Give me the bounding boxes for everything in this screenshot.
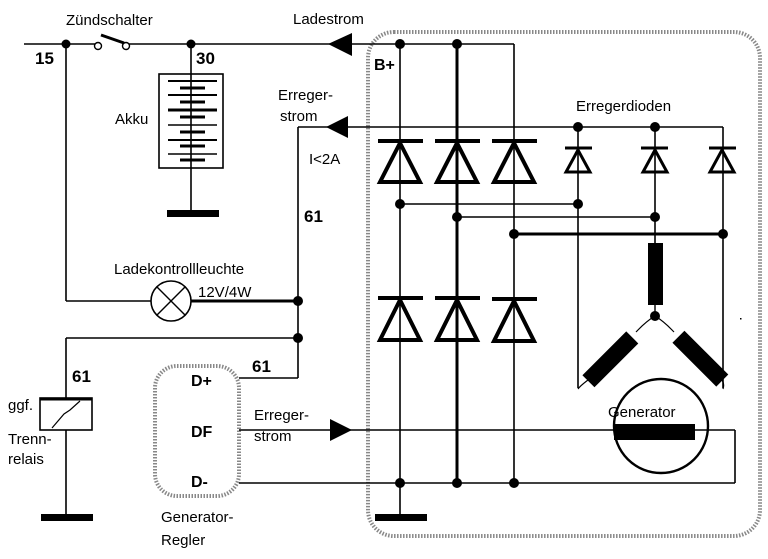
alternator-enclosure: [366, 30, 762, 538]
ignition-switch-icon: [93, 33, 131, 51]
stator-winding-2-icon: [582, 331, 639, 388]
terminal-61-upper-label: 61: [304, 207, 323, 226]
junction-relay: [293, 333, 303, 343]
regulator-pin-dminus: D-: [191, 474, 208, 491]
battery-ground-icon: [167, 210, 219, 217]
charging-current-arrow-icon: [328, 33, 352, 56]
diode-upper-3-icon: [490, 138, 538, 184]
bplus-label: B+: [374, 57, 395, 74]
excitation-current-bottom-label-1: Erreger-: [254, 407, 309, 424]
diode-lower-2-icon: [433, 295, 481, 342]
alternator-ground-icon: [375, 514, 427, 521]
battery-plates: [168, 80, 217, 162]
charge-lamp-label: Ladekontrollleuchte: [114, 261, 244, 278]
junction-phase-3: [509, 229, 519, 239]
diode-upper-2-icon: [433, 138, 481, 184]
relay-label-1: Trenn-: [8, 431, 52, 448]
excitation-current-top-label-2: strom: [280, 108, 318, 125]
diode-lower-1-icon: [376, 295, 424, 342]
excitation-current-bottom-label-2: strom: [254, 428, 292, 445]
junction-phase-2: [452, 212, 462, 222]
regulator-label-2: Regler: [161, 532, 205, 549]
relay-icon: [39, 397, 93, 431]
ignition-switch-label: Zündschalter: [66, 12, 153, 29]
lamp-rating-label: 12V/4W: [198, 284, 252, 301]
junction-phase-1: [395, 199, 405, 209]
charging-current-label: Ladestrom: [293, 11, 364, 28]
junction-ground-3: [509, 478, 519, 488]
exciter-diode-3-icon: [707, 146, 737, 174]
relay-ground-icon: [41, 514, 93, 521]
regulator-enclosure: [153, 364, 241, 498]
battery-label: Akku: [115, 111, 148, 128]
exciter-current-arrow-top-icon: [326, 116, 348, 138]
relay-label-2: relais: [8, 451, 44, 468]
junction-bplus-1: [395, 39, 405, 49]
charge-lamp-icon: [150, 280, 192, 322]
stator-winding-1-icon: [648, 243, 663, 305]
relay-optional-label: ggf.: [8, 397, 33, 414]
regulator-label-1: Generator-: [161, 509, 234, 526]
terminal-15-label: 15: [35, 49, 54, 68]
diode-upper-1-icon: [376, 138, 424, 184]
excitation-current-top-label-1: Erreger-: [278, 87, 333, 104]
regulator-pin-df: DF: [191, 424, 213, 441]
excitation-diodes-label: Erregerdioden: [576, 98, 671, 115]
current-limit-label: I<2A: [309, 151, 340, 168]
terminal-30-label: 30: [196, 49, 215, 68]
rotor-winding-icon: [614, 424, 695, 440]
junction-ground-1: [395, 478, 405, 488]
generator-label: Generator: [608, 404, 676, 421]
junction-bplus-2: [452, 39, 462, 49]
terminal-61-left-label: 61: [72, 367, 91, 386]
diode-lower-3-icon: [490, 296, 538, 343]
terminal-61-mid-label: 61: [252, 357, 271, 376]
junction-ground-2: [452, 478, 462, 488]
exciter-current-arrow-bottom-icon: [330, 419, 352, 441]
stator-winding-3-icon: [672, 330, 729, 387]
speck: [740, 318, 742, 320]
regulator-pin-dplus: D+: [191, 373, 212, 390]
exciter-diode-1-icon: [563, 146, 593, 174]
exciter-diode-2-icon: [640, 146, 670, 174]
